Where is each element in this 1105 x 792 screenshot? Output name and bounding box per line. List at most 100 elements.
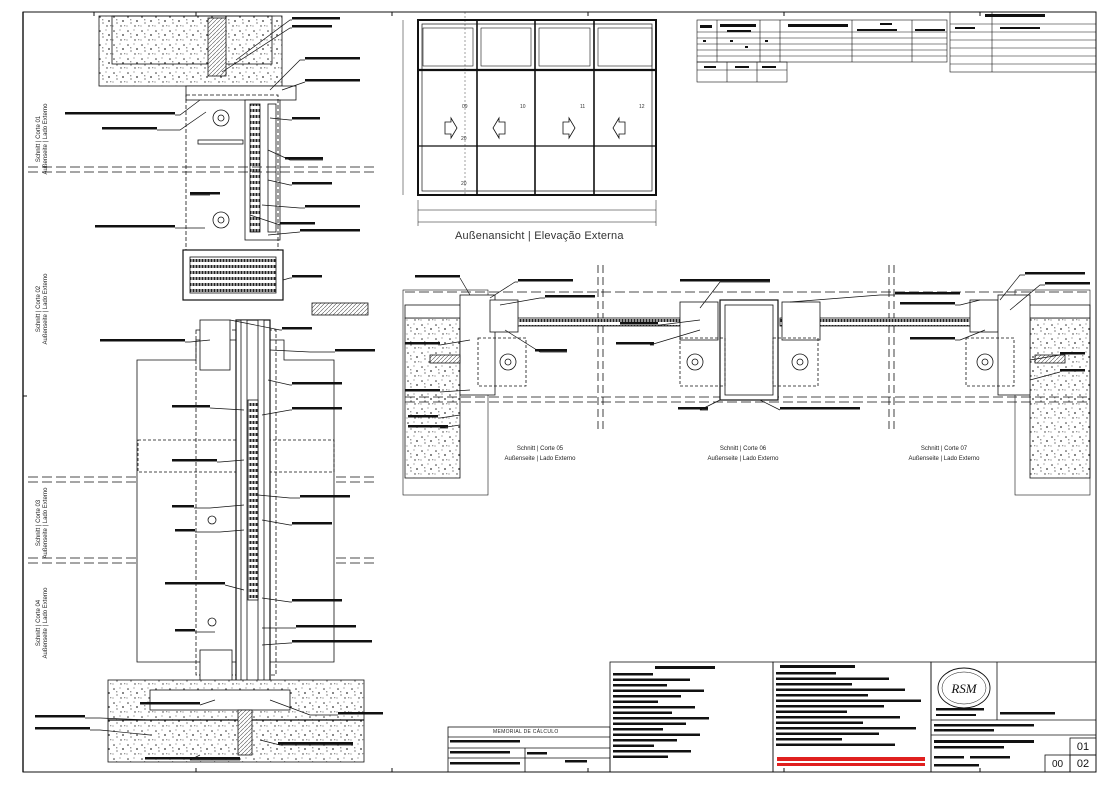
section-label-01: Schnitt | Corte 01 Außenseite | Lado Ext… — [36, 94, 50, 184]
callout-text-bar — [280, 222, 315, 225]
highlight-bar — [777, 757, 925, 761]
callout-text-bar — [300, 495, 350, 498]
title-text-bar — [450, 751, 510, 754]
callout-text-bar — [190, 192, 220, 195]
title-text-bar — [776, 705, 884, 708]
leader-line — [1009, 284, 1045, 311]
section-label-line1: Schnitt | Corte 03 — [36, 499, 42, 547]
leader-line — [282, 277, 292, 281]
title-text-bar — [613, 706, 695, 709]
callout-text-bar — [415, 275, 460, 278]
leader-line — [229, 319, 282, 331]
callout-text-bar — [545, 295, 595, 298]
leader-line — [261, 642, 292, 646]
table-text-bars — [700, 14, 1045, 68]
callout-text-bar — [172, 505, 194, 508]
leader-line — [249, 214, 281, 226]
callout-text-bar — [1045, 282, 1090, 285]
leader-line — [257, 494, 300, 499]
title-text-bar — [613, 744, 654, 747]
leader-line — [221, 27, 292, 73]
marker-label: 20 — [461, 181, 467, 187]
callout-text-bar — [175, 529, 195, 532]
title-text-bar — [970, 756, 1010, 759]
leader-line — [269, 349, 335, 353]
title-text-bar — [934, 746, 1004, 749]
title-text-bar — [776, 694, 868, 697]
title-block — [447, 661, 1097, 773]
leader-line — [261, 409, 292, 416]
callout-text-bar — [282, 327, 312, 330]
title-text-bar — [613, 722, 686, 725]
title-text-bar — [934, 724, 1034, 727]
callout-text-bar — [895, 292, 960, 295]
title-text-bar — [1000, 712, 1055, 715]
callout-text-bar — [65, 112, 175, 115]
title-text-bar — [613, 700, 658, 703]
section-label-03: Schnitt | Corte 03 Außenseite | Lado Ext… — [36, 478, 50, 568]
leader-line — [699, 399, 721, 411]
panel-number-10: 10 — [520, 104, 526, 110]
section-caption-line1: Schnitt | Corte 07 — [920, 446, 968, 452]
callout-text-bar — [278, 742, 353, 745]
title-text-bar — [776, 710, 847, 713]
title-text-bar — [776, 688, 905, 691]
leader-line — [90, 729, 151, 736]
callout-text-bar — [292, 17, 340, 20]
company-logo: RSM — [937, 667, 991, 709]
leader-line — [438, 414, 461, 419]
callout-text-bar — [780, 407, 860, 410]
section-caption-line2: Außenseite | Lado Externo — [504, 456, 576, 462]
callout-text-bar — [292, 117, 320, 120]
title-text-bar — [565, 760, 587, 763]
title-text-bar — [613, 695, 681, 698]
leader-line — [439, 424, 461, 429]
leader-line — [175, 99, 201, 116]
leader-line — [439, 339, 471, 346]
callout-text-bar — [172, 405, 210, 408]
callout-text-bar — [100, 339, 185, 342]
callout-text-bar — [292, 522, 332, 525]
callout-text-bar — [145, 757, 240, 760]
leader-line — [504, 329, 567, 353]
callout-text-bar — [900, 302, 955, 305]
callout-text-bar — [305, 205, 360, 208]
callout-text-bar — [1025, 272, 1085, 275]
leader-line — [199, 699, 216, 706]
callout-text-bar — [405, 342, 440, 345]
callout-text-bar — [620, 322, 658, 325]
section-label-line1: Schnitt | Corte 02 — [36, 285, 42, 333]
callout-text-bar — [296, 625, 356, 628]
title-text-bar — [776, 716, 900, 719]
callout-text-bar — [292, 182, 332, 185]
panel-number-09: 09 — [462, 104, 468, 110]
title-text-bar — [934, 764, 979, 767]
elevation-drawing — [402, 12, 657, 226]
title-text-bar — [613, 673, 653, 676]
leader-line — [185, 339, 211, 343]
callout-text-bar — [305, 79, 360, 82]
title-text-bar — [776, 683, 852, 686]
memorial-title: MEMORIAL DE CÁLCULO — [493, 729, 559, 735]
callout-text-bar — [535, 349, 567, 352]
revision-number: 00 — [1051, 758, 1064, 770]
section-caption-line2: Außenseite | Lado Externo — [707, 456, 779, 462]
callout-text-bar — [292, 640, 372, 643]
callout-text-bar — [408, 425, 448, 428]
title-text-bar — [613, 684, 667, 687]
callout-text-bar — [165, 582, 225, 585]
title-block-text-bars — [450, 665, 1055, 767]
title-text-bar — [776, 672, 836, 675]
vertical-section-drawing — [28, 15, 375, 763]
leader-line — [235, 19, 292, 61]
callout-text-bar — [305, 57, 360, 60]
leader-line — [658, 319, 701, 326]
panel-number-11: 11 — [580, 104, 586, 110]
leader-line — [459, 277, 471, 296]
title-text-bar — [934, 729, 994, 732]
highlight-bar-2 — [777, 763, 925, 766]
leader-line — [699, 281, 770, 309]
horizontal-section-drawing — [402, 265, 1091, 496]
title-text-bar — [613, 728, 663, 731]
callout-text-bar — [1060, 352, 1085, 355]
